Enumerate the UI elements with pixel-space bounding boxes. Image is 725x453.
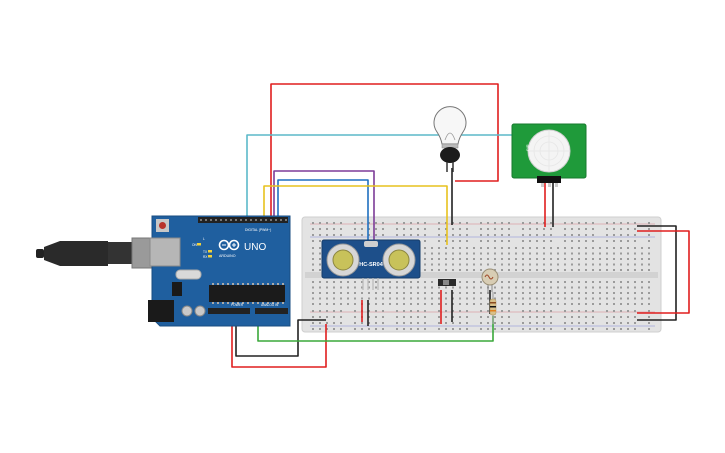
- digital-label: DIGITAL (PWM~): [245, 228, 271, 232]
- power-header[interactable]: [208, 308, 250, 314]
- wire-rail-red: [637, 230, 690, 314]
- analog-header[interactable]: [255, 308, 288, 314]
- l-led-label: L: [203, 237, 205, 241]
- pir-label: PIR: [525, 144, 530, 151]
- wire-yellow: [263, 185, 448, 245]
- ultrasonic-sensor[interactable]: HC-SR04: [321, 239, 421, 290]
- analog-label: ANALOG IN: [261, 303, 279, 307]
- arduino-logo: [218, 239, 240, 251]
- tx-label: TX: [203, 250, 208, 254]
- wire-purple: [273, 170, 375, 245]
- resistor[interactable]: [489, 292, 497, 324]
- slide-switch[interactable]: [438, 279, 456, 286]
- wire-5v: [231, 315, 327, 368]
- power-jack: [148, 300, 174, 322]
- wires: [231, 83, 690, 368]
- arduino-uno[interactable]: UNO ARDUINO DIGITAL (PWM~) POWER ANALOG …: [148, 215, 291, 327]
- on-led-label: ON: [192, 243, 197, 247]
- usb-port: [149, 237, 181, 267]
- brand-label: ARDUINO: [219, 254, 236, 258]
- transducer-right: [382, 243, 416, 277]
- board-model-label: UNO: [244, 242, 266, 253]
- ultrasonic-label: HC-SR04: [359, 262, 383, 268]
- wire-red-top: [270, 83, 499, 218]
- usb-cable: [36, 237, 153, 269]
- digital-pins: [200, 219, 287, 221]
- wire-gnd: [235, 315, 326, 357]
- rx-label: RX: [203, 255, 208, 259]
- pir-sensor[interactable]: PIR: [511, 123, 587, 187]
- atmega-chip: [209, 285, 285, 302]
- photoresistor[interactable]: [481, 268, 499, 292]
- digital-header[interactable]: [198, 217, 288, 223]
- wire-blue: [277, 179, 369, 245]
- wire-rail-black: [637, 225, 677, 321]
- wire-cyan: [246, 134, 520, 218]
- crystal-oscillator: [175, 269, 202, 280]
- wire-green: [257, 315, 494, 342]
- power-label: POWER: [231, 303, 244, 307]
- transducer-left: [326, 243, 360, 277]
- light-bulb[interactable]: [433, 106, 467, 172]
